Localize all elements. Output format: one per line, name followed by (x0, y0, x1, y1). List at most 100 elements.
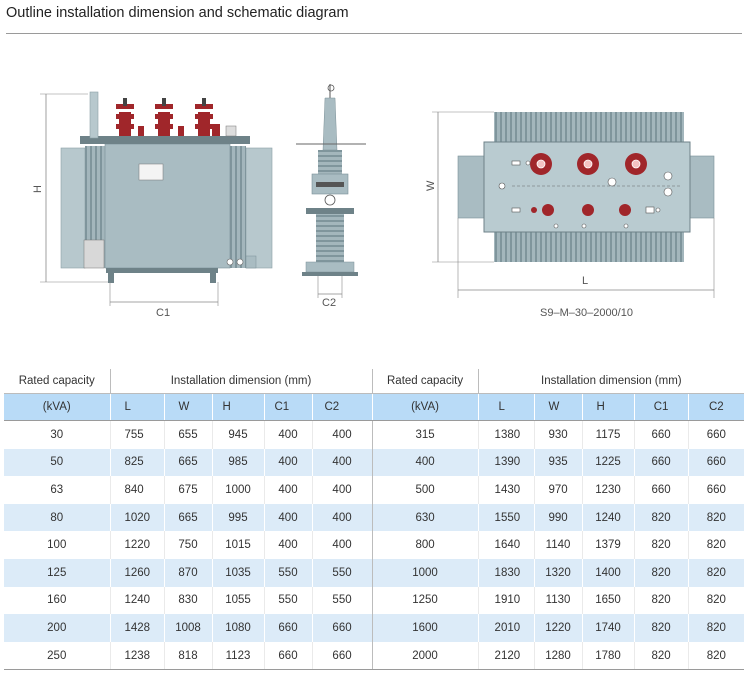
left-h-cell: 995 (211, 503, 264, 532)
right-l-cell: 1550 (477, 503, 535, 532)
left-h-cell: 1015 (211, 531, 264, 559)
right-c1-cell: 660 (633, 476, 689, 504)
left-c2-cell: 400 (311, 503, 373, 532)
left-capacity-cell: 125 (4, 558, 110, 587)
unit-header-right: (kVA) (371, 393, 479, 421)
front-view: H (32, 91, 273, 319)
schematic-diagram: H (32, 84, 715, 319)
left-l-cell: 755 (109, 420, 164, 449)
col-c1-header-right: C1 (633, 393, 689, 421)
left-c1-cell: 400 (263, 476, 312, 504)
right-capacity-cell: 630 (371, 503, 479, 532)
left-h-cell: 985 (211, 448, 264, 477)
w-dimension-label: W (425, 180, 437, 191)
installation-dimension-header-right: Installation dimension (mm) (477, 369, 745, 394)
left-l-cell: 1260 (109, 558, 164, 587)
right-h-cell: 1225 (581, 448, 635, 477)
col-c1-header: C1 (263, 393, 312, 421)
left-l-cell: 1240 (109, 586, 164, 615)
col-h-header-right: H (581, 393, 635, 421)
right-w-cell: 970 (533, 476, 583, 504)
right-c2-cell: 660 (687, 476, 745, 504)
table-header-row: Rated capacity Installation dimension (m… (4, 369, 745, 394)
left-l-cell: 1020 (109, 503, 164, 532)
left-c2-cell: 400 (311, 420, 373, 449)
left-h-cell: 1123 (211, 641, 264, 671)
left-c1-cell: 400 (263, 531, 312, 559)
col-c2-header: C2 (311, 393, 373, 421)
right-h-cell: 1175 (581, 420, 635, 449)
right-l-cell: 2120 (477, 641, 535, 671)
left-c1-cell: 550 (263, 586, 312, 615)
left-c2-cell: 400 (311, 476, 373, 504)
c1-dimension-label: C1 (156, 307, 170, 319)
right-w-cell: 935 (533, 448, 583, 477)
col-w-header-right: W (533, 393, 583, 421)
right-capacity-cell: 1600 (371, 614, 479, 642)
right-capacity-cell: 315 (371, 420, 479, 449)
right-c1-cell: 820 (633, 641, 689, 671)
right-c2-cell: 820 (687, 586, 745, 615)
left-l-cell: 1220 (109, 531, 164, 559)
right-capacity-cell: 500 (371, 476, 479, 504)
left-capacity-cell: 63 (50, 483, 64, 496)
right-c2-cell: 820 (687, 531, 745, 559)
left-w-cell: 665 (163, 503, 212, 532)
right-h-cell: 1740 (581, 614, 635, 642)
right-l-cell: 1830 (477, 558, 535, 587)
right-c2-cell: 820 (687, 641, 745, 671)
left-capacity-cell: 200 (4, 614, 110, 642)
right-c2-cell: 820 (687, 558, 745, 587)
top-view: W (425, 111, 715, 319)
rated-capacity-header-right: Rated capacity (371, 369, 479, 394)
right-c1-cell: 660 (633, 448, 689, 477)
l-dimension-label: L (582, 275, 588, 287)
right-l-cell: 1640 (477, 531, 535, 559)
right-l-cell: 1430 (477, 476, 535, 504)
left-w-cell: 870 (163, 558, 212, 587)
right-h-cell: 1379 (581, 531, 635, 559)
left-w-cell: 830 (163, 586, 212, 615)
left-h-cell: 1000 (211, 476, 264, 504)
left-capacity-cell: 160 (47, 594, 67, 607)
left-w-cell: 750 (163, 531, 212, 559)
right-h-cell: 1240 (581, 503, 635, 532)
right-capacity-cell: 2000 (371, 641, 479, 671)
left-l-cell: 825 (109, 448, 164, 477)
right-h-cell: 1780 (581, 641, 635, 671)
right-c2-cell: 820 (687, 503, 745, 532)
right-w-cell: 930 (533, 420, 583, 449)
right-l-cell: 1390 (477, 448, 535, 477)
col-l-header-right: L (477, 393, 535, 421)
left-l-cell: 1238 (109, 641, 164, 671)
left-c2-cell: 550 (311, 586, 373, 615)
title-divider (6, 33, 742, 34)
left-capacity-cell: 30 (50, 428, 64, 441)
col-w-header: W (163, 393, 212, 421)
right-h-cell: 1230 (581, 476, 635, 504)
col-l-header: L (109, 393, 164, 421)
page-title: Outline installation dimension and schem… (6, 5, 349, 21)
left-h-cell: 1080 (211, 614, 264, 642)
left-c1-cell: 400 (263, 448, 312, 477)
right-h-cell: 1650 (581, 586, 635, 615)
left-h-cell: 945 (211, 420, 264, 449)
right-capacity-cell: 1250 (371, 586, 479, 615)
left-w-cell: 655 (163, 420, 212, 449)
left-l-cell: 840 (109, 476, 164, 504)
left-capacity-cell: 50 (4, 448, 110, 477)
right-c2-cell: 660 (687, 420, 745, 449)
right-w-cell: 1130 (533, 586, 583, 615)
left-w-cell: 665 (163, 448, 212, 477)
left-c1-cell: 400 (263, 420, 312, 449)
left-c2-cell: 660 (311, 614, 373, 642)
right-w-cell: 1220 (533, 614, 583, 642)
